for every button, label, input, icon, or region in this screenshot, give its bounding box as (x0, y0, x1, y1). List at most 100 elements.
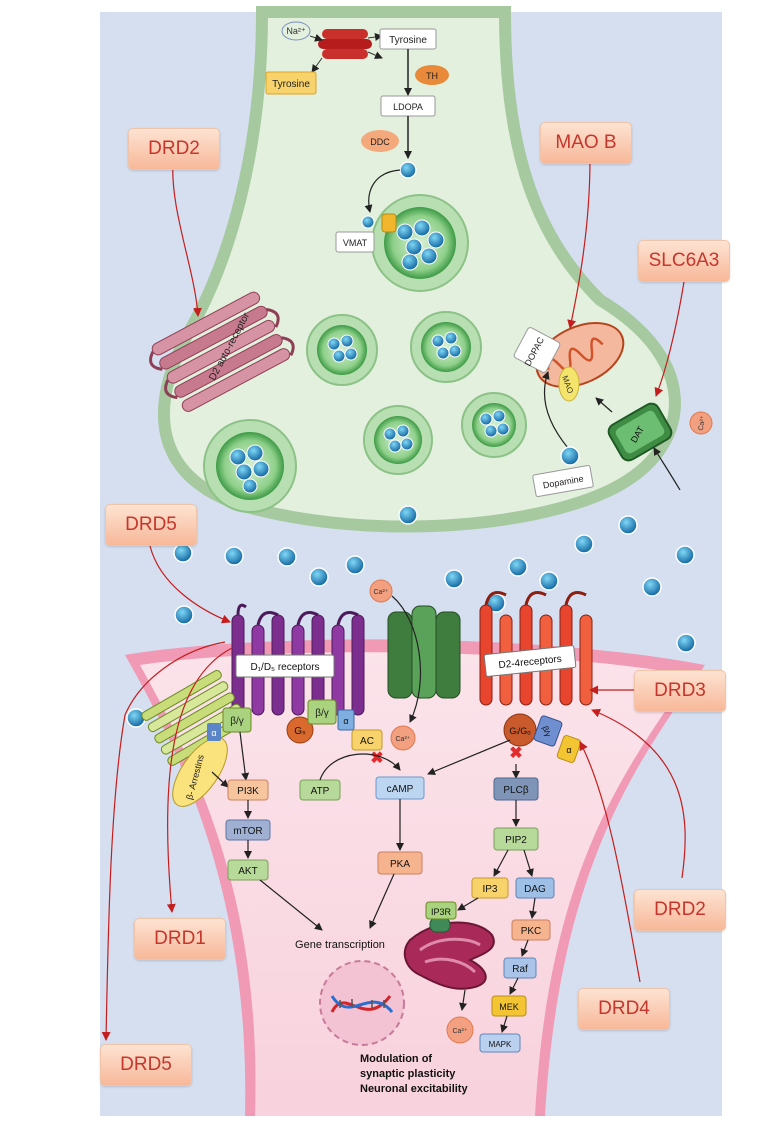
ca-label-cleft: Ca²⁺ (374, 589, 389, 596)
d2-d4-box (483, 645, 577, 677)
plcb-label: PLCβ (503, 785, 528, 796)
d1-d5-box (235, 654, 335, 678)
d2-autoreceptor (149, 291, 295, 412)
synaptic-vesicle (461, 392, 527, 458)
tyrosine-outside-label: Tyrosine (272, 79, 310, 90)
pkc-label: PKC (521, 926, 542, 937)
dag-label: DAG (524, 884, 546, 895)
beta-gamma-right (533, 715, 563, 747)
calcium-channel (387, 605, 461, 699)
gene-label-drd2-bottom: DRD2 (634, 889, 726, 931)
alpha-right (556, 734, 582, 764)
gene-label-drd4: DRD4 (578, 988, 670, 1030)
raf-box (503, 957, 537, 979)
ca-ion-cytoplasm (390, 725, 416, 751)
gene-label-drd1: DRD1 (134, 918, 226, 960)
atp-label: ATP (311, 786, 330, 797)
tyrosine-inside-label: Tyrosine (389, 35, 427, 46)
dna-icon (330, 995, 394, 1013)
cleft-dopamine (126, 505, 696, 728)
gene-transcription-label: Gene transcription (295, 939, 385, 951)
mapk-label: MAPK (489, 1040, 512, 1049)
dopamine-molecule (399, 161, 417, 179)
ip3r-label: IP3R (431, 907, 452, 917)
synaptic-vesicle (410, 311, 482, 383)
vmat-label: VMAT (343, 238, 368, 248)
gs-label: Gₛ (294, 726, 306, 737)
postsynaptic-cytoplasm (140, 652, 690, 1116)
ddc-label: DDC (370, 137, 390, 147)
modulation-line2: synaptic plasticity (360, 1068, 456, 1080)
ip3r-channel (429, 917, 451, 933)
akt-label: AKT (238, 866, 257, 877)
tyrosine-transporter (318, 29, 372, 59)
mitochondrion (535, 322, 625, 388)
mek-label: MEK (499, 1002, 519, 1012)
alpha-subunit-left (207, 723, 221, 741)
dopamine-box (532, 464, 594, 498)
beta-gamma-gs (307, 699, 337, 725)
gene-label-drd5-bottom: DRD5 (100, 1044, 192, 1086)
alpha-right-label: α (566, 745, 571, 755)
camp-label: cAMP (387, 784, 414, 795)
beta-gamma-gs-label: β/γ (315, 708, 329, 719)
dopamine-molecule (560, 446, 580, 466)
beta-gamma-right-label: β/γ (541, 725, 553, 738)
alpha-gs (337, 709, 355, 731)
gi-go-protein (503, 713, 537, 747)
mtor-label: mTOR (233, 826, 262, 837)
ip3r-box (425, 901, 457, 920)
ddc-enzyme (361, 130, 399, 152)
synaptic-vesicle (306, 314, 378, 386)
ip3-box (471, 877, 509, 899)
pka-label: PKA (390, 859, 410, 870)
raf-label: Raf (512, 964, 528, 975)
modulation-line3: Neuronal excitability (360, 1083, 468, 1095)
ca-ion-presynaptic (689, 411, 713, 435)
ca-label-cytoplasm: Ca²⁺ (396, 736, 411, 743)
gene-connectors (101, 157, 686, 1041)
vmat-vesicle (371, 194, 469, 292)
synaptic-vesicle (363, 405, 433, 475)
gene-label-drd5-mid: DRD5 (105, 504, 197, 546)
synaptic-vesicle (203, 419, 297, 513)
alpha-gs-label: α (343, 716, 348, 726)
endoplasmic-reticulum (403, 921, 495, 990)
mao-enzyme (558, 366, 580, 402)
gene-label-mao-b: MAO B (540, 122, 632, 164)
alpha-left-label: α (211, 728, 216, 738)
pip2-box (493, 827, 539, 851)
beta-gamma-left-label: β/γ (230, 716, 244, 727)
pkc-box (511, 919, 551, 941)
ca-label-presynaptic: Ca²⁺ (698, 415, 708, 431)
mek-box (491, 995, 527, 1017)
gs-protein (286, 716, 314, 744)
ac-label: AC (360, 736, 374, 747)
ca-ion-cleft (369, 579, 393, 603)
mapk-box (479, 1033, 521, 1053)
pip2-label: PIP2 (505, 835, 527, 846)
gene-label-slc6a3: SLC6A3 (638, 240, 730, 282)
ca-ion-er (446, 1016, 474, 1044)
th-enzyme (415, 65, 449, 85)
akt-box (227, 859, 269, 881)
tyrosine-outside-box (265, 71, 317, 95)
beta-gamma-left (222, 707, 252, 733)
modulation-line1: Modulation of (360, 1053, 432, 1065)
inhibition-mark-ac: ✖ (370, 750, 383, 767)
ca-label-er: Ca²⁺ (453, 1028, 468, 1035)
ac-enzyme (351, 729, 383, 751)
th-label: TH (426, 71, 438, 81)
na-ion-circle (281, 21, 311, 41)
dat-transporter (607, 402, 673, 462)
gene-label-drd3: DRD3 (634, 670, 726, 712)
dopac-box (513, 327, 561, 373)
na-ion-label: Na²⁺ (286, 26, 306, 36)
pi3k-label: PI3K (237, 786, 259, 797)
ldopa-label: LDOPA (393, 102, 423, 112)
beta-arrestin (172, 737, 228, 807)
pka-box (377, 851, 423, 875)
vmat-transporter (381, 213, 397, 233)
